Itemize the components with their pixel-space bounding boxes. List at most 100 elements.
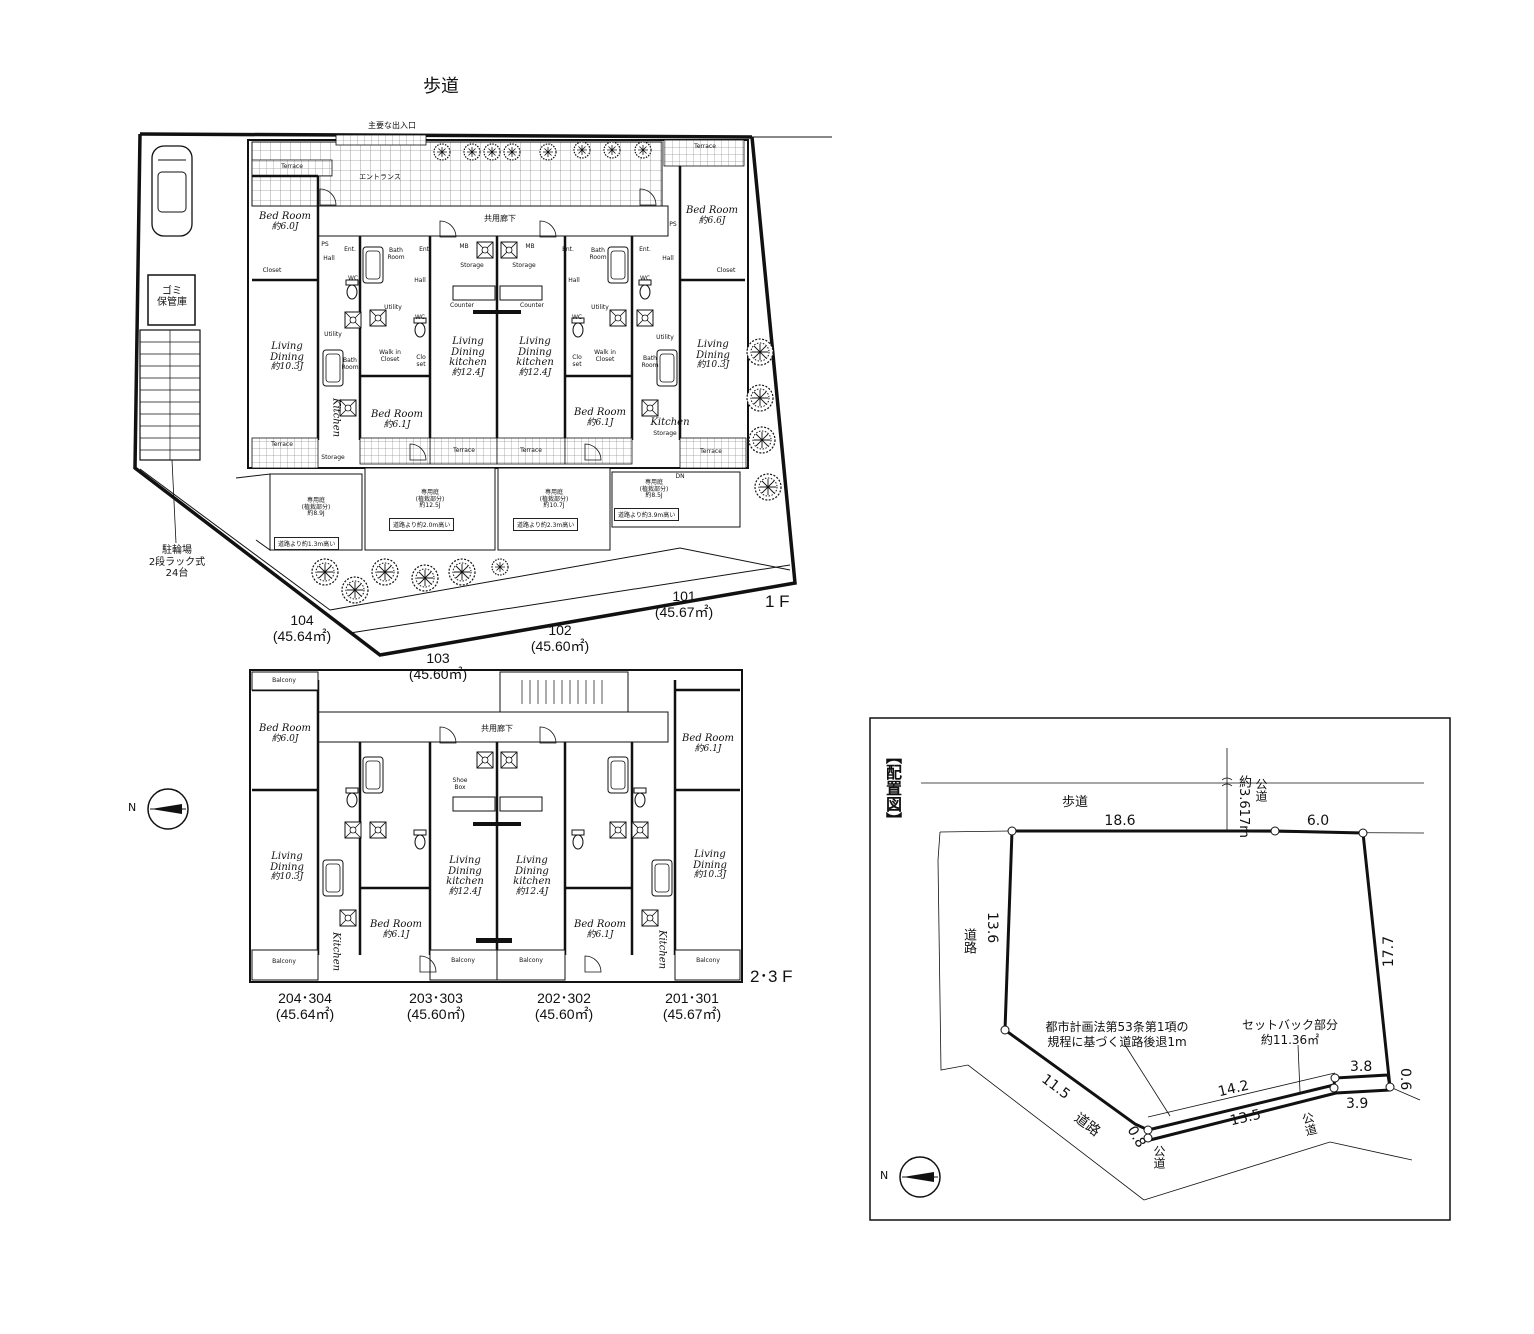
utility-label: Utility <box>324 331 342 338</box>
utility-label: Utility <box>656 334 674 341</box>
terrace-label: Terrace <box>520 447 542 454</box>
dim-top-right: 6.0 <box>1306 813 1330 829</box>
room-name: Living Dining <box>270 341 304 363</box>
shoe-box-label: Shoe Box <box>452 777 468 791</box>
unit-number: 201･301 <box>665 990 719 1006</box>
room-name: Bed Room <box>574 407 626 418</box>
room-kitchen-right-23f: Kitchen <box>656 930 668 970</box>
garden-sub: (植栽部分) <box>539 495 569 503</box>
north-arrow-icon-site <box>899 1156 941 1198</box>
garden-3: 専用庭(植栽部分)約10.7J <box>539 489 569 510</box>
balcony-label: Balcony <box>272 677 296 684</box>
mb-label: MB <box>525 243 535 250</box>
bicycle-label-1: 駐輪場 <box>162 545 192 556</box>
dim-top-left: 18.6 <box>1104 813 1136 829</box>
room-name: Living Dining kitchen <box>446 855 484 887</box>
storage-label: Storage <box>321 454 345 461</box>
room-kitchen-right-1f: Kitchen <box>650 417 690 428</box>
closet-label: Closet <box>262 267 282 274</box>
balcony-label: Balcony <box>696 957 720 964</box>
mb-label: MB <box>459 243 469 250</box>
garden-label: 専用庭 <box>420 489 439 496</box>
bicycle-label-3: 24台 <box>165 568 189 579</box>
utility-label: Utility <box>591 304 609 311</box>
floor-label-23f: 2･3 F <box>750 967 793 986</box>
unit-number: 102 <box>548 622 572 638</box>
walkin-closet-label: Walk in Closet <box>594 349 616 363</box>
corridor-label-23f: 共用廊下 <box>481 724 513 733</box>
room-name: Bed Room <box>574 919 626 930</box>
unit-area: (45.67㎡) <box>662 1006 722 1023</box>
site-sidewalk-label: 歩道 <box>1062 795 1089 810</box>
ps-label: PS <box>321 241 329 248</box>
public-road-label: 公道 <box>1254 778 1268 802</box>
building-1f <box>247 134 749 469</box>
wc-label: WC <box>639 275 651 282</box>
room-name: Living Dining kitchen <box>513 855 551 887</box>
room-size: 約10.3J <box>696 360 730 370</box>
unit-area: (45.67㎡) <box>654 604 714 621</box>
terrace-label: Terrace <box>700 448 722 455</box>
garden-sub: (植栽部分) <box>415 495 445 503</box>
dn-label: DN <box>675 473 685 480</box>
unit-area: (45.64㎡) <box>275 1006 335 1023</box>
storage-label: Storage <box>653 430 677 437</box>
unit-area: (45.60㎡) <box>408 666 468 683</box>
ent-label: Ent. <box>344 246 356 253</box>
terrace-label: Terrace <box>281 163 303 170</box>
unit-number: 101 <box>672 588 696 604</box>
unit-101: 101(45.67㎡) <box>655 588 713 620</box>
closet-label: Closet <box>716 267 736 274</box>
room-name: Living Dining <box>270 851 304 873</box>
dim-corner-right: 0.6 <box>1397 1068 1413 1091</box>
site-outline-1f <box>133 132 832 657</box>
garden-label: 専用庭 <box>544 489 563 496</box>
ent-label: Ent. <box>419 246 431 253</box>
room-kitchen-left-23f: Kitchen <box>330 932 342 972</box>
wc-label: WC <box>414 314 426 321</box>
garden-size: 約8.9J <box>307 510 325 518</box>
walkin-closet-label: Walk in Closet <box>379 349 401 363</box>
garden-note-2: 道路より約2.0m高い <box>389 518 455 531</box>
garbage-room <box>147 274 196 326</box>
unit-area: (45.60㎡) <box>406 1006 466 1023</box>
north-label: N <box>128 801 137 814</box>
north-label-site: N <box>880 1169 889 1182</box>
room-size: 約6.1J <box>382 929 410 940</box>
hall-label: Hall <box>568 277 580 284</box>
sidewalk-label: 歩道 <box>423 76 459 97</box>
room-name: Bed Room <box>370 919 422 930</box>
unit-number: 103 <box>426 650 450 666</box>
garden-note-1: 道路より約1.3m高い <box>274 537 340 550</box>
room-size: 約6.1J <box>586 929 614 940</box>
hall-label: Hall <box>414 277 426 284</box>
room-size: 約6.6J <box>698 215 726 226</box>
closet-set-label: Clo set <box>416 354 426 368</box>
balcony-label: Balcony <box>519 957 543 964</box>
garden-label: 専用庭 <box>306 497 325 504</box>
balcony-label: Balcony <box>451 957 475 964</box>
wc-label: WC <box>571 314 583 321</box>
dim-right-upper: 3.8 <box>1350 1059 1373 1075</box>
room-name: Living Dining <box>693 849 727 871</box>
closet-set-label: Clo set <box>572 354 582 368</box>
unit-204-304: 204･304(45.64㎡) <box>276 990 334 1022</box>
unit-number: 204･304 <box>278 990 332 1006</box>
unit-area: (45.64㎡) <box>272 628 332 645</box>
garbage-label-2: 保管庫 <box>157 297 187 308</box>
unit-number: 104 <box>290 612 314 628</box>
unit-201-301: 201･301(45.67㎡) <box>663 990 721 1022</box>
bicycle-label-2: 2段ラック式 <box>148 556 206 568</box>
ent-label: Ent. <box>562 246 574 253</box>
room-name: Bed Room <box>259 723 311 734</box>
bicycle-parking-label: 駐輪場 2段ラック式 24台 <box>149 545 205 580</box>
unit-103: 103(45.60㎡) <box>409 650 467 682</box>
